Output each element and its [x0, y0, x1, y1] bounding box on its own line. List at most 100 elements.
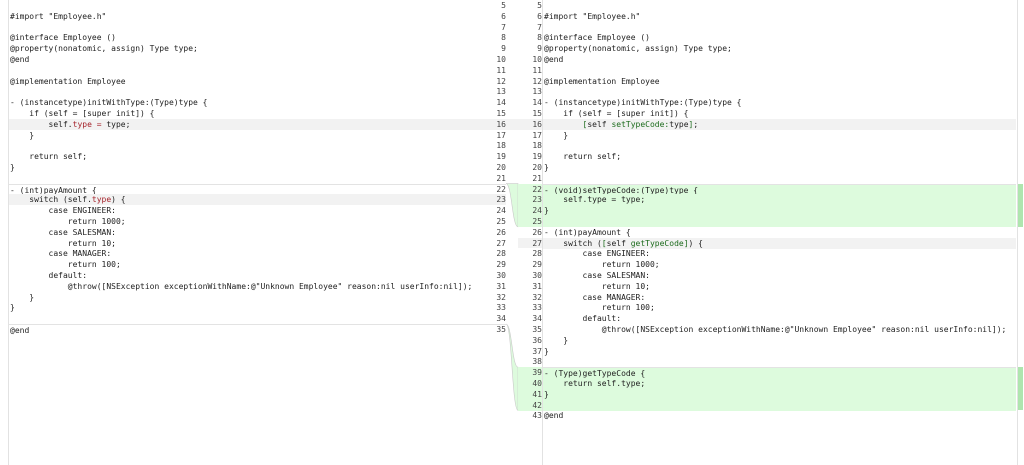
code-token: ) { [111, 195, 126, 205]
added-token: getTypeCode] [630, 238, 689, 248]
new-line-number: 7 [537, 22, 542, 32]
left-code-line: return 10; [10, 238, 116, 248]
new-line-number: 31 [532, 281, 542, 291]
old-line-number: 27 [496, 238, 506, 248]
left-code-line: @end [9, 324, 482, 335]
old-line-number: 25 [496, 217, 506, 226]
left-code-line: @end [10, 55, 30, 64]
new-line-number: 13 [532, 87, 542, 97]
old-line-number: 35 [496, 325, 506, 334]
old-line-number: 33 [496, 303, 506, 313]
old-line-number: 21 [496, 173, 506, 183]
new-line-number: 24 [518, 205, 542, 217]
old-line-number: 9 [501, 44, 506, 54]
right-code-line: - (int)payAmount { [544, 227, 631, 237]
right-code-line: @implementation Employee [544, 76, 660, 86]
left-code-line: self.type = type; [9, 118, 482, 130]
new-line-number: 10 [532, 55, 542, 64]
old-line-number: 28 [496, 249, 506, 259]
left-code-line: } [10, 303, 15, 313]
right-code-line: return 100; [544, 303, 655, 313]
new-line-number: 32 [532, 292, 542, 302]
new-line-number: 5 [537, 1, 542, 10]
right-code-line [543, 216, 1016, 227]
right-code-line: #import "Employee.h" [544, 11, 641, 21]
right-code-line: case SALESMAN: [544, 271, 650, 280]
left-code-line: @throw([NSException exceptionWithName:@"… [10, 281, 473, 291]
code-token: ) { [688, 238, 703, 248]
right-code-line: @end [544, 55, 564, 64]
left-code-line: } [10, 130, 35, 140]
right-code-line: } [543, 388, 1016, 400]
left-code-line [9, 140, 482, 151]
new-line-number: 9 [537, 44, 542, 54]
right-code-line: } [544, 130, 569, 140]
right-code-line: return 10; [544, 281, 650, 291]
right-code-line: @property(nonatomic, assign) Type type; [544, 44, 732, 54]
left-code-line: @property(nonatomic, assign) Type type; [10, 44, 198, 54]
right-code-line [543, 22, 1016, 33]
old-line-number: 12 [496, 76, 506, 86]
new-line-number: 23 [518, 194, 542, 206]
left-code-line: @implementation Employee [10, 76, 126, 86]
new-line-number: 6 [537, 11, 542, 21]
right-code-line: return self; [544, 152, 622, 162]
left-code-line: default: [10, 271, 88, 280]
new-line-number: 37 [532, 346, 542, 356]
left-code-line: #import "Employee.h" [10, 11, 107, 21]
right-code-line: case ENGINEER: [544, 249, 650, 259]
right-code-line: if (self = [super init]) { [544, 109, 689, 118]
new-line-number: 40 [518, 378, 542, 389]
left-code-line [9, 0, 482, 11]
new-line-number: 43 [532, 411, 542, 421]
new-line-number: 17 [532, 130, 542, 140]
added-token: setTypeCode: [611, 119, 670, 129]
change-overview-bar[interactable] [1017, 0, 1024, 465]
new-line-number: 12 [532, 76, 542, 86]
right-code-line: return 1000; [544, 260, 660, 270]
old-line-number: 6 [501, 11, 506, 21]
new-line-number: 27 [532, 238, 542, 248]
code-token: self [587, 119, 612, 129]
right-code-line: switch ([self getTypeCode]) { [543, 237, 1016, 249]
gutter-separator [482, 324, 506, 325]
left-code-line [9, 22, 482, 33]
right-code-line: @interface Employee () [544, 33, 650, 43]
left-code-line [9, 173, 482, 184]
gutter-changed-row [482, 194, 506, 206]
left-code-line: - (int)payAmount { [9, 183, 482, 195]
right-code-pane: #import "Employee.h" @interface Employee … [542, 0, 1016, 465]
old-line-number: 18 [496, 141, 506, 151]
right-code-line: } [544, 346, 549, 356]
old-line-number: 10 [496, 55, 506, 64]
left-code-line: case MANAGER: [10, 249, 112, 259]
left-code-line: @interface Employee () [10, 33, 116, 43]
right-code-line [543, 0, 1016, 11]
new-line-number: 41 [518, 388, 542, 400]
left-code-line: - (instancetype)initWithType:(Type)type … [10, 98, 208, 108]
new-line-number: 28 [532, 249, 542, 259]
left-code-line: return 100; [10, 260, 121, 270]
old-line-number: 7 [501, 22, 506, 32]
new-line-number: 11 [532, 65, 542, 75]
right-code-line [543, 86, 1016, 97]
insertion-ribbon-settypecode [505, 183, 519, 228]
new-line-number: 14 [532, 98, 542, 108]
old-line-number: 5 [501, 1, 506, 10]
right-code-line [543, 65, 1016, 76]
gutter-separator [482, 183, 506, 185]
new-line-number: 26 [532, 227, 542, 237]
old-line-number: 8 [501, 33, 506, 43]
code-token: type; [106, 119, 131, 129]
overview-added-marker[interactable] [1018, 183, 1023, 227]
code-token: type [669, 119, 689, 129]
old-line-number: 32 [496, 292, 506, 302]
old-line-number: 11 [496, 65, 506, 75]
right-code-line: - (Type)getTypeCode { [543, 367, 1016, 379]
right-code-line [543, 356, 1016, 367]
left-code-line: case SALESMAN: [10, 227, 116, 237]
left-code-line: case ENGINEER: [10, 206, 116, 216]
overview-added-marker[interactable] [1018, 367, 1023, 411]
